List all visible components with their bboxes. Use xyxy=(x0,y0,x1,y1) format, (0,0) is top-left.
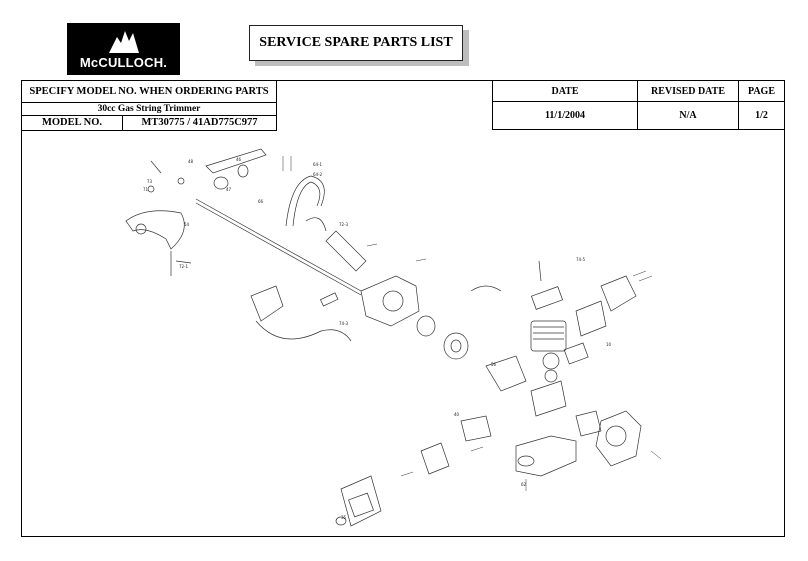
callout-label: 47 xyxy=(226,187,232,192)
callout-label: 56 xyxy=(491,362,497,367)
muffler xyxy=(563,275,637,365)
callout-label: 72-3 xyxy=(339,222,349,227)
date-value: 11/1/2004 xyxy=(493,102,638,129)
drive-shaft xyxy=(195,198,362,296)
engine-housing xyxy=(360,275,502,327)
starter-housing xyxy=(575,410,642,467)
handle-assembly xyxy=(285,175,327,232)
page-label: PAGE xyxy=(739,81,784,102)
date-label: DATE xyxy=(493,81,638,102)
callout-label: 35 xyxy=(341,515,347,520)
mcculloch-logo: McCULLOCH. xyxy=(67,23,180,75)
callout-label: 72-1 xyxy=(179,264,189,269)
callout-label: 73 xyxy=(147,179,153,184)
revised-date-value: N/A xyxy=(638,102,739,129)
model-info-box: SPECIFY MODEL NO. WHEN ORDERING PARTS 30… xyxy=(21,80,277,131)
callout-label: 64-2 xyxy=(313,172,323,177)
callout-label: 40 xyxy=(454,412,460,417)
throttle-assembly xyxy=(250,230,367,342)
callout-label: 62 xyxy=(521,482,527,487)
part-callouts: 48 46 47 73 71 66 64-1 64-2 54 72-1 72-3… xyxy=(143,157,612,520)
callout-label: 74-3 xyxy=(339,321,349,326)
callout-label: 10 xyxy=(606,342,612,347)
date-info-box: DATE REVISED DATE PAGE 11/1/2004 N/A 1/2 xyxy=(492,80,785,130)
callout-label: 54 xyxy=(184,222,190,227)
crankcase xyxy=(485,355,567,417)
page-value: 1/2 xyxy=(755,110,768,121)
head-parts xyxy=(147,148,267,193)
product-name: 30cc Gas String Trimmer xyxy=(22,102,276,116)
document-title: SERVICE SPARE PARTS LIST xyxy=(249,25,463,61)
model-label: MODEL NO. xyxy=(22,115,123,130)
cylinder-block xyxy=(530,260,567,383)
callout-label: 71 xyxy=(143,187,149,192)
flywheel xyxy=(416,315,469,360)
callout-label: 66 xyxy=(258,199,264,204)
guard-shield xyxy=(125,210,192,276)
logo-text: McCULLOCH. xyxy=(79,55,168,70)
logo-mark-icon xyxy=(109,31,139,53)
callout-label: 48 xyxy=(188,159,194,164)
model-value: MT30775 / 41AD775C977 xyxy=(141,117,258,128)
exploded-parts-diagram: 48 46 47 73 71 66 64-1 64-2 54 72-1 72-3… xyxy=(125,148,662,527)
callout-label: 64-1 xyxy=(313,162,323,167)
fuel-tank xyxy=(515,435,577,477)
fasteners xyxy=(282,156,662,491)
callout-label: 74-5 xyxy=(576,257,586,262)
revised-date-label: REVISED DATE xyxy=(638,81,739,102)
carburetor-air-filter xyxy=(335,415,492,527)
specify-text: SPECIFY MODEL NO. WHEN ORDERING PARTS xyxy=(22,81,276,103)
page-frame xyxy=(21,80,785,537)
callout-label: 46 xyxy=(236,157,242,162)
